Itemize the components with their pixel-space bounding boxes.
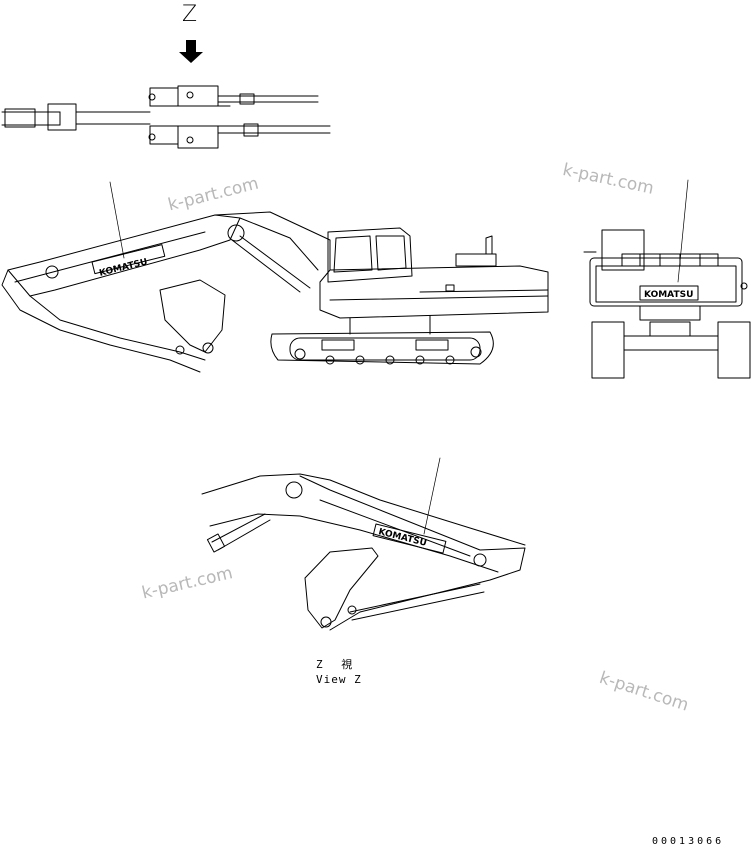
decal-text-rear: KOMATSU bbox=[644, 290, 693, 300]
view-z-caption-en: View Z bbox=[316, 673, 362, 686]
drawing-number: 00013066 bbox=[652, 836, 725, 847]
view-z-label: Z bbox=[182, 2, 198, 27]
view-direction-arrow bbox=[179, 40, 203, 63]
boom-top-view bbox=[1, 85, 331, 149]
view-z-caption-jp: Z 視 bbox=[316, 658, 359, 671]
excavator-side-view: KOMATSU bbox=[1, 181, 549, 373]
view-z-drawing: KOMATSU bbox=[201, 457, 526, 631]
decal-text-side: KOMATSU bbox=[98, 257, 148, 279]
excavator-rear-view: KOMATSU bbox=[583, 179, 751, 379]
